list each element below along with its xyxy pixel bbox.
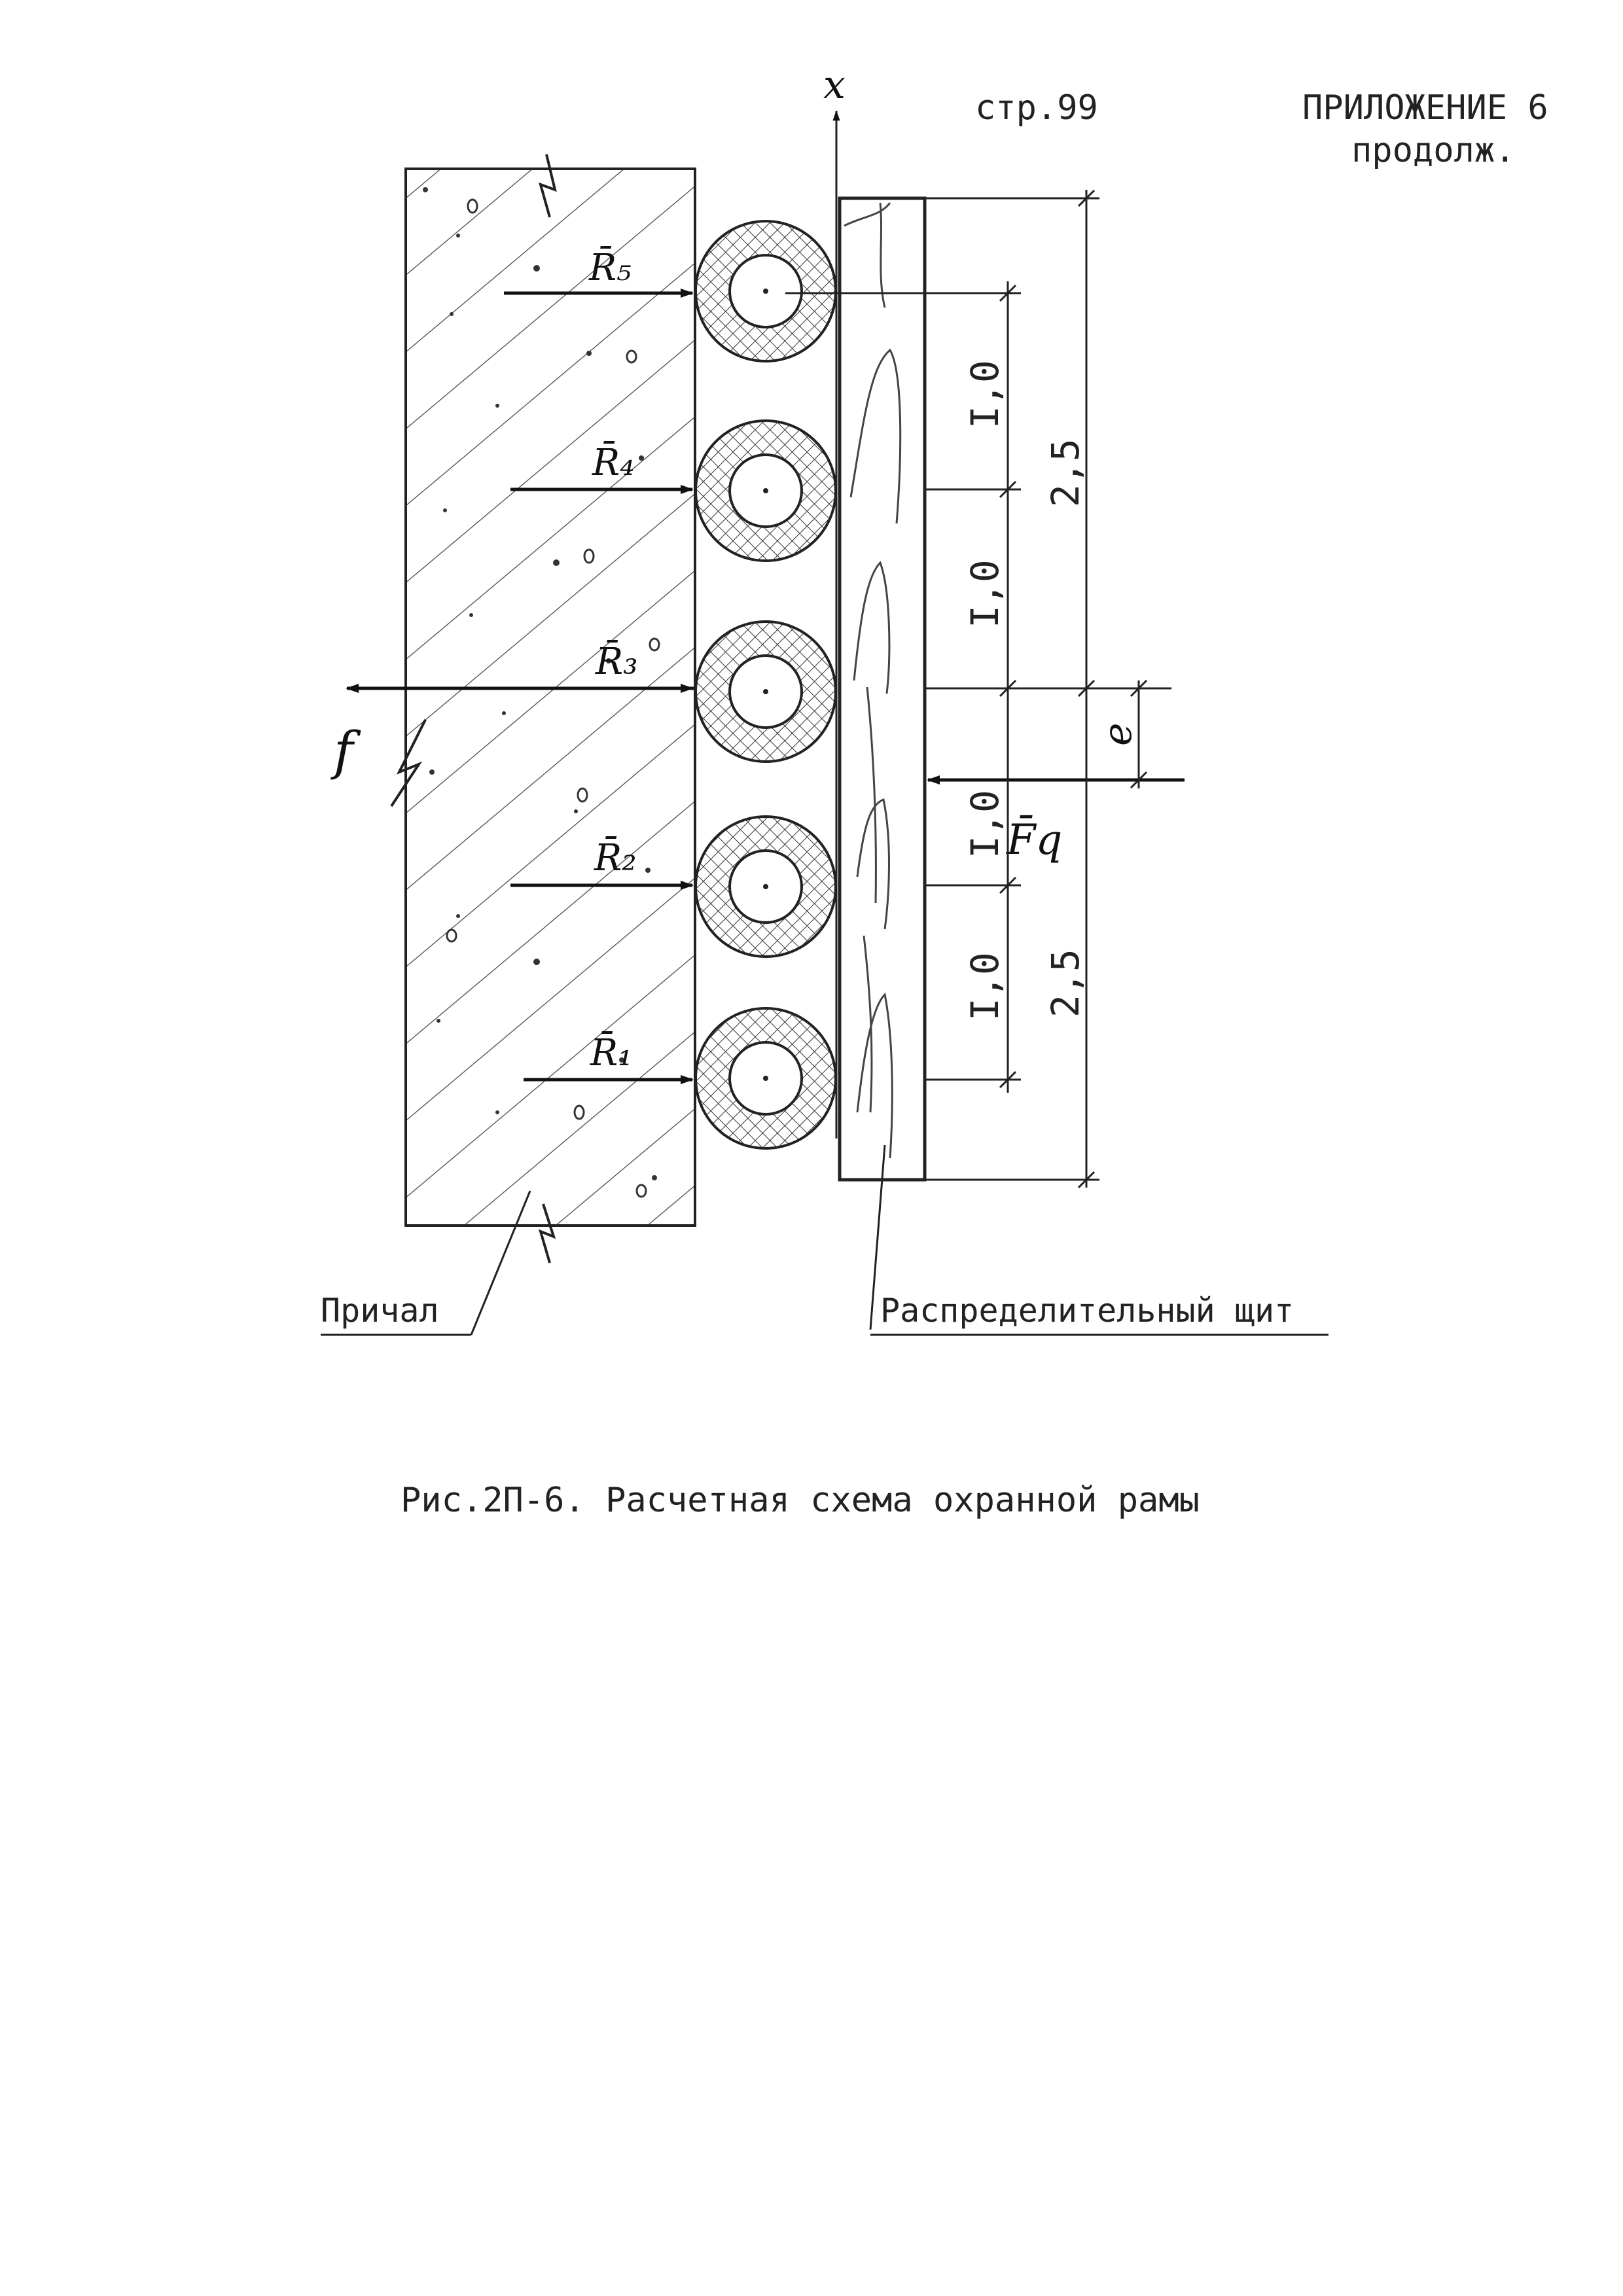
fender-2	[694, 815, 837, 958]
break-mark-bottom	[538, 1203, 556, 1263]
fender-1	[694, 1007, 837, 1150]
concrete-specks	[423, 187, 657, 1180]
figure-caption: Рис.2П-6. Расчетная схема охранной рамы	[401, 1481, 1200, 1520]
axis-x-label: x	[823, 62, 846, 108]
dimension-labels: I,0 I,0 I,0 I,0 2,5 2,5 e	[963, 360, 1141, 1021]
berth-label: Причал	[321, 1292, 439, 1330]
force-label-r4: R̄₄	[592, 440, 635, 484]
fender-5	[694, 220, 837, 362]
dim-label-inner-3: I,0	[963, 559, 1007, 628]
force-label-r2: R̄₂	[594, 836, 637, 879]
eccentricity-label: e	[1095, 722, 1141, 746]
break-mark-left	[390, 719, 427, 807]
dim-label-inner-4: I,0	[963, 360, 1007, 429]
break-mark-top	[539, 154, 557, 218]
dim-label-outer-bottom: 2,5	[1043, 949, 1088, 1017]
fenders	[694, 220, 837, 1150]
berth-wall	[390, 154, 696, 1263]
ship-load: F̄q	[927, 775, 1185, 864]
appendix-continued: продолж.	[1351, 131, 1516, 170]
dim-label-inner-1: I,0	[963, 952, 1007, 1021]
callouts: Причал Распределительный щит	[321, 1190, 1329, 1336]
dim-label-outer-top: 2,5	[1043, 438, 1088, 507]
friction-label: f	[330, 720, 361, 781]
page-number: стр.99	[975, 88, 1098, 128]
axis-x: x	[823, 62, 846, 1139]
fender-4	[694, 419, 837, 562]
distribution-panel	[838, 196, 927, 1330]
force-label-r5: R̄₅	[588, 245, 632, 289]
force-label-r3: R̄₃	[595, 639, 638, 683]
load-label: F̄q	[1006, 815, 1062, 864]
force-label-r1: R̄₁	[590, 1031, 633, 1074]
wood-grain	[844, 202, 902, 1159]
appendix-title: ПРИЛОЖЕНИЕ 6	[1302, 88, 1548, 128]
fender-3	[694, 620, 837, 763]
dimensions	[785, 189, 1171, 1189]
dim-label-inner-2: I,0	[963, 790, 1007, 858]
panel-label: Распределительный щит	[880, 1292, 1294, 1330]
concrete-pebbles	[446, 198, 660, 1198]
